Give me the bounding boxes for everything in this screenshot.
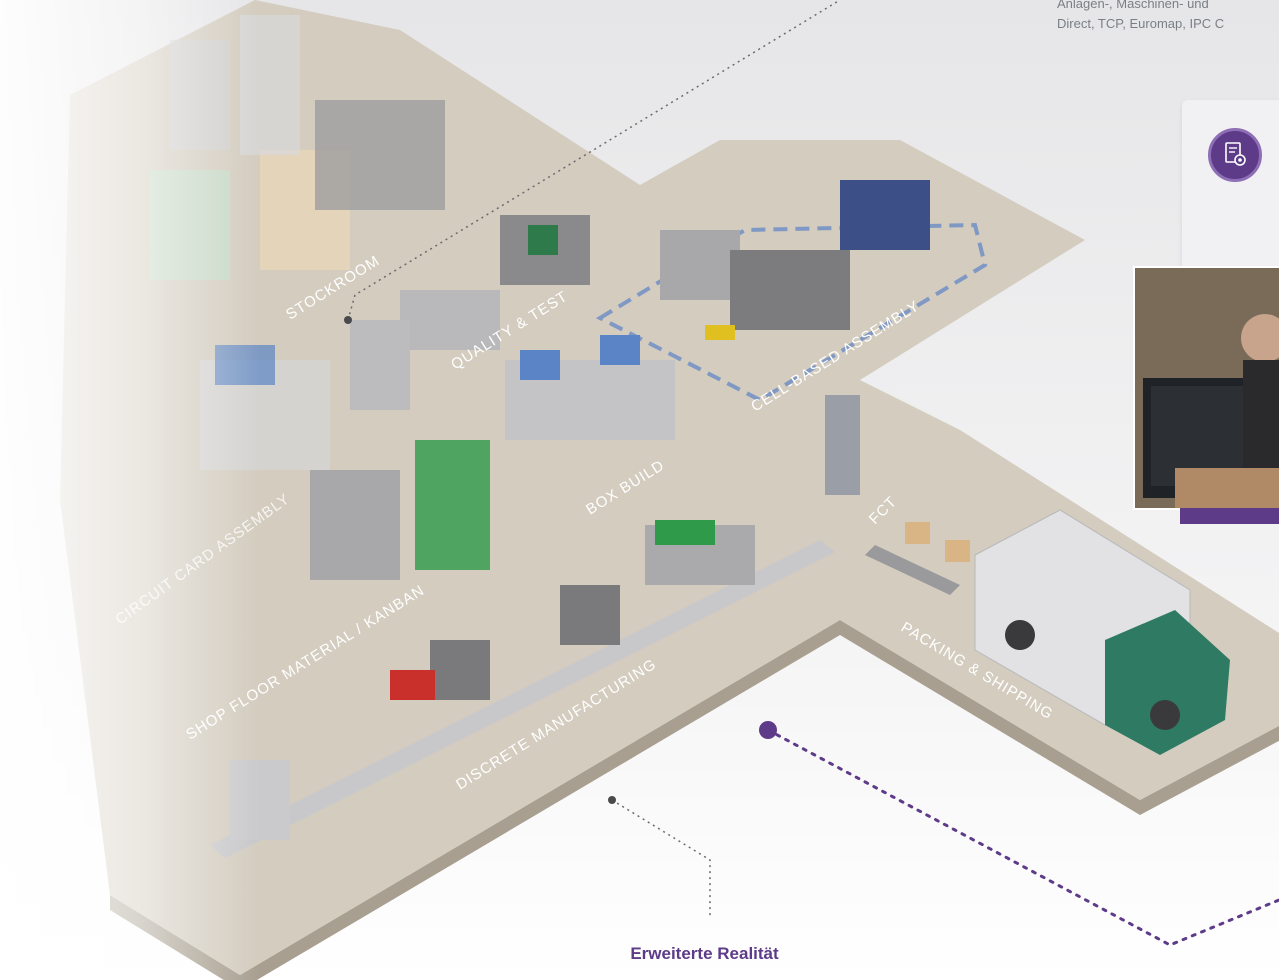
connector-top [347, 0, 841, 321]
cell-assembly-equipment [660, 180, 930, 340]
kanban-racks [310, 440, 490, 580]
connector-top-dot [344, 316, 352, 324]
top-note: Anlagen-, Maschinen- und Direct, TCP, Eu… [1057, 0, 1279, 34]
worker-photo [1133, 266, 1279, 510]
floor-plate [60, 0, 1279, 975]
discrete-manufacturing-line [210, 520, 835, 858]
delivery-truck [974, 509, 1230, 755]
connector-purple [766, 728, 1279, 947]
packing-conveyor [865, 522, 970, 595]
connector-bottom-dot [608, 796, 616, 804]
quality-test-station [400, 215, 590, 350]
connector-purple-dot [759, 721, 777, 739]
photo-accent-bar [1180, 508, 1279, 524]
info-card[interactable] [1182, 100, 1279, 270]
fct-tower [825, 395, 860, 495]
floor-edge [110, 620, 1279, 980]
augmented-reality-label: Erweiterte Realität [630, 944, 779, 963]
top-note-line-2: Direct, TCP, Euromap, IPC C [1057, 16, 1225, 31]
stockroom-shelves [150, 15, 445, 280]
settings-document-icon [1208, 128, 1262, 182]
box-build-benches [505, 335, 675, 440]
connector-bottom [611, 799, 711, 918]
top-note-line-1: Anlagen-, Maschinen- und [1057, 0, 1209, 11]
